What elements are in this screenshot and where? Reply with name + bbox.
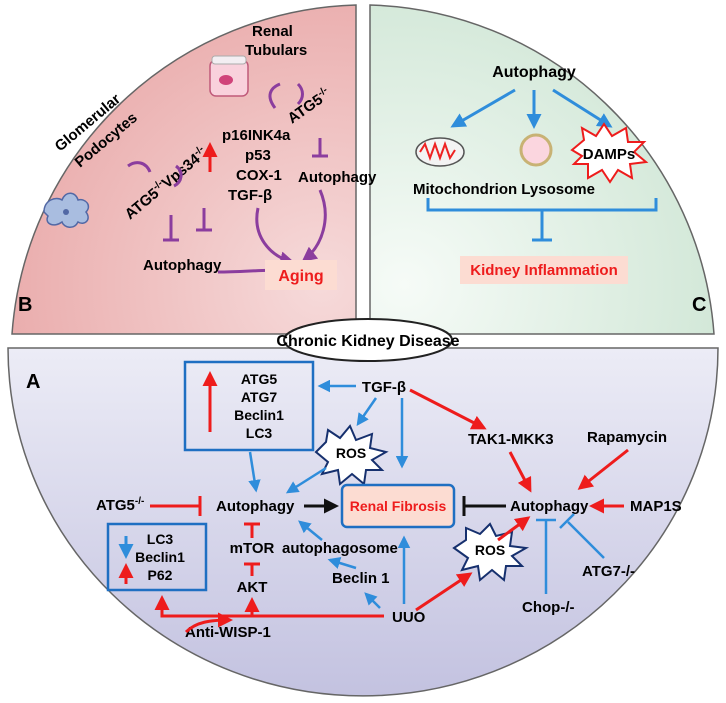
autophagy-right-b: Autophagy xyxy=(298,169,377,186)
tak-to-autophagy xyxy=(508,451,532,493)
mitochondrion-icon xyxy=(415,137,465,167)
chop-ko-label: Chop-/- xyxy=(522,599,574,616)
akt-label: AKT xyxy=(237,579,268,596)
renal-fibrosis-box xyxy=(340,483,456,529)
mito-lyso-label: Mitochondrion Lysosome xyxy=(413,181,595,198)
map1s-label: MAP1S xyxy=(630,498,682,515)
box1-beclin1: Beclin1 xyxy=(234,407,284,423)
uuo-to-box2 xyxy=(154,595,384,618)
renal-tubulars-label-2: Tubulars xyxy=(245,42,307,59)
ros1-to-autophagy xyxy=(285,466,327,494)
beclin-1-label: Beclin 1 xyxy=(332,570,390,587)
box2-lc3: LC3 xyxy=(147,531,174,547)
b-arc-podocyte-2 xyxy=(173,164,183,188)
marker-tgfb: TGF-β xyxy=(228,187,272,204)
panel-b-letter: B xyxy=(18,294,32,316)
title-ellipse xyxy=(283,318,453,362)
uuo-to-beclin xyxy=(364,592,381,609)
atg7-line xyxy=(567,521,605,559)
rapamycin-label: Rapamycin xyxy=(587,429,667,446)
tgfb-label: TGF-β xyxy=(362,379,406,396)
panel-c-background xyxy=(369,4,715,335)
box1-atg5: ATG5 xyxy=(241,371,278,387)
autophagosome-to-autophagy xyxy=(298,520,323,541)
ros-burst-icon-2 xyxy=(452,522,530,582)
mtor-label: mTOR xyxy=(230,540,275,557)
c-arrow-to-damps xyxy=(552,88,613,128)
lysosome-icon xyxy=(519,133,553,167)
aging-label: Aging xyxy=(278,268,323,285)
uuo-to-ros xyxy=(415,572,473,612)
autophagosome-label: autophagosome xyxy=(282,540,398,557)
b-arc-tubular-left xyxy=(268,82,281,109)
box1-to-autophagy xyxy=(248,451,261,493)
b-arrow-autophagy-right-aging xyxy=(301,189,327,262)
marker-cox1: COX-1 xyxy=(236,167,282,184)
aging-box xyxy=(265,260,337,290)
autophagy-left-b: Autophagy xyxy=(143,257,222,274)
damps-label: DAMPs xyxy=(583,146,636,163)
tgfb-to-tak xyxy=(409,388,487,430)
ros-label-2: ROS xyxy=(475,542,505,558)
kidney-inflammation-label: Kidney Inflammation xyxy=(470,262,618,279)
c-arrow-to-mito xyxy=(450,88,516,128)
box1-atg7: ATG7 xyxy=(241,389,278,405)
tgfb-to-ros xyxy=(356,397,378,427)
up-markers-box xyxy=(183,360,315,452)
podocyte-icon xyxy=(43,192,90,228)
box1-lc3: LC3 xyxy=(246,425,273,441)
anti-wisp-1-label: Anti-WISP-1 xyxy=(185,624,271,641)
ros-label-1: ROS xyxy=(336,445,366,461)
autophagy-c: Autophagy xyxy=(492,64,576,81)
ros-burst-icon-1 xyxy=(314,424,389,486)
b-arc-tubular-right xyxy=(296,82,304,106)
marker-p16ink4a: p16INK4a xyxy=(222,127,291,144)
renal-tubule-cell-icon xyxy=(209,55,249,97)
uuo-label: UUO xyxy=(392,609,426,626)
box2-beclin1: Beclin1 xyxy=(135,549,185,565)
mixed-markers-box xyxy=(106,522,208,592)
page-title: Chronic Kidney Disease xyxy=(276,333,459,350)
atg7-inhibit-bar xyxy=(559,513,575,529)
autophagy-right-a: Autophagy xyxy=(510,498,589,515)
rapamycin-to-autophagy xyxy=(577,448,629,490)
box2-p62: P62 xyxy=(148,567,173,583)
atg7-ko-label: ATG7-/- xyxy=(582,563,635,580)
b-arrow-tgfb-aging xyxy=(255,207,295,267)
tak1-mkk3-label: TAK1-MKK3 xyxy=(468,431,554,448)
renal-tubulars-label-1: Renal xyxy=(252,23,293,40)
panel-c-letter: C xyxy=(692,294,706,316)
antiwisp-to-uuo xyxy=(184,612,233,634)
autophagy-left-a: Autophagy xyxy=(216,498,295,515)
renal-fibrosis-label: Renal Fibrosis xyxy=(350,498,447,514)
marker-p53: p53 xyxy=(245,147,271,164)
atg5-ko-label: ATG5-/- xyxy=(96,496,144,514)
ros2-to-autophagy xyxy=(497,516,531,542)
b-arc-podocyte-1 xyxy=(127,161,152,173)
beclin-to-autophagosome xyxy=(327,556,357,570)
panel-a-letter: A xyxy=(26,371,40,393)
damps-burst-icon xyxy=(570,122,649,184)
kidney-inflammation-box xyxy=(460,256,628,284)
